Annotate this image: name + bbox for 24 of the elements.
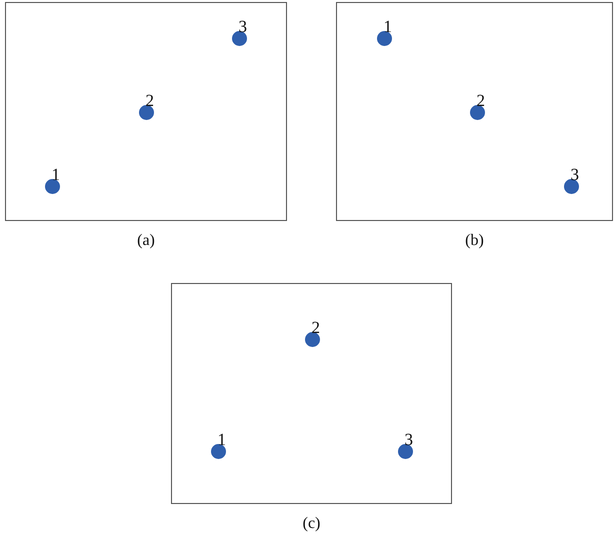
data-point bbox=[564, 178, 578, 194]
point-label: 2 bbox=[146, 92, 154, 108]
plot-panel bbox=[171, 283, 452, 504]
plot-panel bbox=[5, 2, 287, 221]
panel-caption: (b) bbox=[465, 233, 484, 249]
data-point bbox=[44, 178, 60, 194]
data-point bbox=[138, 104, 154, 120]
data-point bbox=[210, 444, 226, 458]
data-point bbox=[470, 104, 484, 120]
point-label: 1 bbox=[384, 18, 392, 34]
plot-panel bbox=[336, 2, 613, 221]
data-point bbox=[304, 332, 320, 346]
panel-caption: (c) bbox=[302, 516, 320, 532]
panel-caption: (a) bbox=[137, 233, 155, 249]
data-point bbox=[232, 30, 246, 46]
point-label: 1 bbox=[52, 166, 60, 182]
point-label: 2 bbox=[312, 318, 320, 336]
point-label: 2 bbox=[476, 92, 485, 108]
data-point bbox=[376, 30, 392, 46]
point-label: 1 bbox=[218, 430, 226, 448]
data-point bbox=[398, 444, 412, 458]
point-label: 3 bbox=[404, 430, 413, 448]
point-label: 3 bbox=[238, 18, 247, 34]
point-label: 3 bbox=[570, 166, 579, 182]
